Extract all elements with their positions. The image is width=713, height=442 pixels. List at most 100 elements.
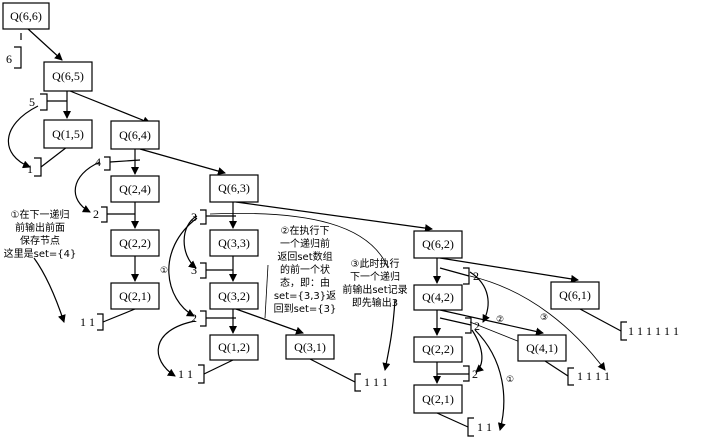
edge-q66-q65 [26, 27, 63, 61]
marker-c1-right: ① [506, 375, 514, 385]
note1-pointer [33, 257, 66, 323]
edge-q63-q62 [235, 201, 433, 233]
node-q22a-label: Q(2,2) [119, 236, 151, 250]
return-arrow-2d-2e [471, 329, 484, 373]
tick-2d [439, 317, 472, 326]
tree-nodes: Q(6,6) Q(6,5) Q(1,5) Q(6,4) Q(2,4) Q(6,3… [2, 2, 600, 414]
node-q62: Q(6,2) [413, 230, 463, 259]
edge-q64-q63 [139, 148, 226, 175]
bracket-5 [40, 93, 48, 111]
edge-q62-q61 [439, 257, 579, 283]
note2-line-7: 回到set={3} [274, 303, 337, 315]
link-r111111 [579, 308, 622, 332]
note2-line-5: 态，即：由 [280, 276, 330, 289]
node-q21b: Q(2,1) [413, 384, 463, 414]
node-q31: Q(3,1) [285, 334, 335, 360]
return-arrow-5-1 [7, 105, 39, 169]
note2-pointer [264, 264, 269, 319]
label-2b: 2 [191, 311, 197, 325]
node-q12: Q(1,2) [209, 334, 259, 361]
node-q63-label: Q(6,3) [218, 181, 250, 195]
node-q64: Q(6,4) [110, 120, 160, 150]
edge-q42-q41 [439, 309, 544, 336]
node-q12-label: Q(1,2) [218, 340, 250, 354]
link-r1111 [544, 360, 569, 377]
result-11a: 1 1 [80, 315, 95, 329]
note-1: ①在下一递归 前输出前面 保存节点 这里是set={4} [4, 208, 77, 260]
return-arrow-3-3 [183, 215, 198, 269]
edge-q65-q64 [69, 90, 151, 125]
node-q32: Q(3,2) [209, 282, 259, 310]
tree-edges [26, 27, 579, 384]
bracket-r11a [97, 313, 104, 331]
link-r11a [102, 308, 136, 323]
label-3a: 3 [191, 210, 197, 224]
node-q24: Q(2,4) [110, 175, 160, 203]
label-5: 5 [29, 95, 35, 109]
node-q66: Q(6,6) [2, 2, 50, 30]
node-q61: Q(6,1) [550, 281, 600, 310]
node-q65-label: Q(6,5) [52, 69, 84, 83]
marker-c1-left: ① [160, 266, 168, 276]
bracket-r111111 [620, 321, 627, 341]
node-q32-label: Q(3,2) [218, 289, 250, 303]
value-labels: 6 5 1 4 2 3 3 2 2 2 2 1 1 1 1 1 1 1 1 1 … [6, 52, 679, 434]
label-6: 6 [6, 52, 12, 66]
link-1 [40, 146, 68, 168]
note3-line-2: 下一个递归 [350, 270, 400, 283]
note3-line-3: 前输出set记录 [342, 283, 407, 296]
node-q22b: Q(2,2) [413, 336, 463, 363]
bracket-3a [200, 209, 207, 225]
bracket-r11b [198, 364, 205, 384]
node-q64-label: Q(6,4) [119, 128, 151, 142]
node-q24-label: Q(2,4) [119, 182, 151, 196]
bracket-r111 [354, 373, 361, 392]
note3-curve [209, 213, 389, 269]
node-q33-label: Q(3,3) [218, 236, 250, 250]
note2-line-6: set={3,3}返 [274, 290, 336, 302]
note1-line-4: 这里是set={4} [4, 247, 77, 260]
bracket-3b [200, 262, 207, 279]
node-q33: Q(3,3) [209, 229, 259, 257]
node-q66-label: Q(6,6) [10, 9, 42, 23]
result-11b: 1 1 [178, 367, 193, 381]
node-q22b-label: Q(2,2) [422, 342, 454, 356]
link-r11c [436, 412, 469, 428]
result-1111: 1 1 1 1 [577, 369, 610, 383]
label-3b: 3 [191, 263, 197, 277]
note2-line-3: 返回set数组 [277, 250, 332, 263]
node-q41-label: Q(4,1) [526, 341, 558, 355]
return-arrow-2c-r1111 [469, 275, 606, 371]
bracket-4 [104, 156, 111, 171]
note3-line-4: 即先输出3 [352, 296, 398, 309]
note-3: ③此时执行 下一个递归 前输出set记录 即先输出3 [342, 257, 407, 309]
marker-c3: ③ [540, 313, 548, 323]
note3-pointer [382, 299, 396, 371]
note1-line-2: 前输出前面 [15, 221, 65, 234]
bracket-2b [200, 310, 207, 327]
node-q63: Q(6,3) [209, 174, 259, 203]
edge-q32-q31 [235, 308, 304, 335]
result-111: 1 1 1 [364, 375, 388, 389]
bracket-2d [465, 317, 472, 334]
node-q42: Q(4,2) [413, 284, 463, 311]
node-q22a: Q(2,2) [110, 229, 160, 257]
return-arrows [7, 105, 606, 431]
tick-2c [439, 267, 470, 277]
label-4: 4 [95, 155, 101, 169]
node-q65: Q(6,5) [43, 61, 93, 92]
brackets [14, 33, 627, 437]
node-q15-label: Q(1,5) [52, 127, 84, 141]
note2-line-4: 的前一个状 [280, 263, 330, 276]
node-q41: Q(4,1) [517, 334, 567, 362]
return-arrow-2-r11b [157, 320, 196, 377]
bracket-r1111 [567, 367, 574, 386]
node-q61-label: Q(6,1) [559, 288, 591, 302]
result-11c: 1 1 [477, 420, 492, 434]
marker-c2: ② [496, 315, 504, 325]
link-r111 [309, 358, 356, 383]
result-111111: 1 1 1 1 1 1 [628, 324, 679, 338]
label-2e: 2 [472, 367, 478, 381]
